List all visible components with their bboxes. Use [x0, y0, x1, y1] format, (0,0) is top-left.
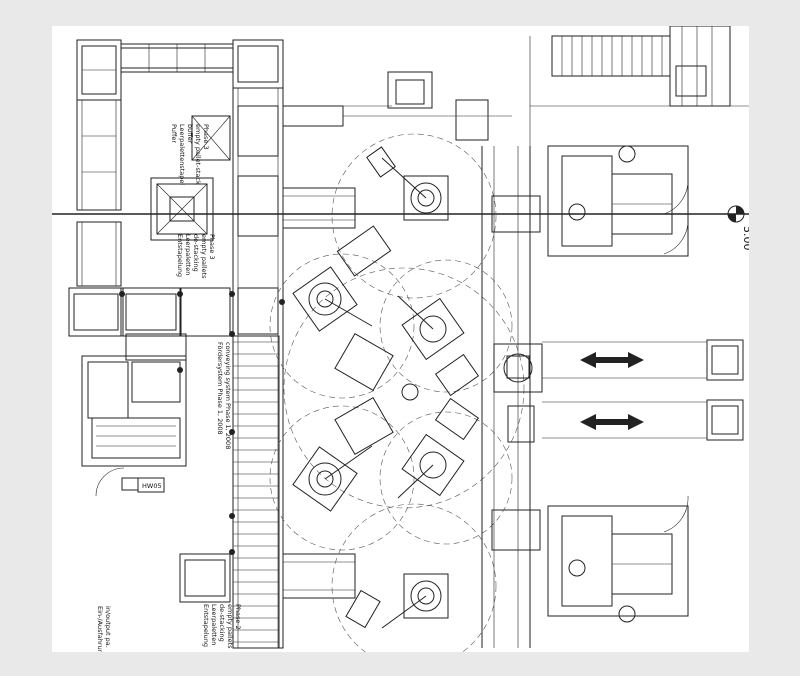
bearing-points	[119, 291, 285, 555]
robot-feed-conveyor	[282, 105, 512, 229]
svg-text:5.00: 5.00	[741, 226, 749, 251]
double-arrow-upper	[580, 352, 644, 368]
machine-block	[81, 287, 231, 497]
svg-text:Phase 3: Phase 3	[208, 234, 216, 260]
label-elevation: 5.00	[741, 226, 749, 251]
label-destacking-phase2: Entstapelung Leerpaletten de-stacking em…	[202, 604, 242, 649]
label-buffer-phase3: Puffer Leerpalettenstapel buffer empty p…	[170, 124, 210, 185]
central-transfer-line	[481, 146, 543, 648]
svg-text:Leerpaletten: Leerpaletten	[184, 234, 192, 275]
top-right-structure	[529, 26, 749, 146]
vertical-conveyor	[232, 87, 284, 649]
svg-text:buffer: buffer	[186, 124, 194, 144]
svg-text:Phase 3: Phase 3	[202, 124, 210, 150]
robot-reach-circles	[269, 133, 525, 652]
svg-text:de-stacking: de-stacking	[218, 604, 226, 642]
top-conveyor	[120, 39, 284, 89]
robot-3	[397, 295, 465, 361]
robot-6	[381, 573, 449, 629]
right-outfeed-conveyors	[542, 339, 744, 441]
robot-4	[292, 445, 373, 512]
svg-text:Puffer: Puffer	[170, 124, 178, 143]
label-box-hw05: HW05	[137, 477, 165, 493]
svg-text:HW05: HW05	[142, 482, 162, 490]
layout-plan: Puffer Leerpalettenstapel buffer empty p…	[52, 26, 749, 652]
svg-text:Entstapelung: Entstapelung	[202, 604, 210, 647]
svg-text:empty pallets: empty pallets	[200, 234, 208, 279]
robot-5	[397, 433, 465, 499]
svg-text:empty pallet-stack: empty pallet-stack	[194, 124, 202, 185]
svg-text:Phase 2: Phase 2	[234, 604, 242, 630]
svg-text:Ein-/Ausfahrung Pal.: Ein-/Ausfahrung Pal.	[96, 606, 104, 652]
right-machine-lower	[547, 495, 689, 623]
svg-text:Fördersystem Phase 1, 2008: Fördersystem Phase 1, 2008	[216, 342, 224, 435]
right-machine-upper	[547, 145, 689, 257]
svg-text:in/output pa.: in/output pa.	[104, 606, 112, 648]
robot-1	[366, 146, 449, 221]
svg-text:Entstapelung: Entstapelung	[176, 234, 184, 277]
robot-2	[292, 266, 373, 332]
label-conveying-phase1: Fördersystem Phase 1, 2008 conveying sys…	[216, 342, 232, 449]
svg-text:Leerpaletten: Leerpaletten	[210, 604, 218, 645]
svg-text:de-stacking: de-stacking	[192, 234, 200, 272]
svg-text:empty pallets: empty pallets	[226, 604, 234, 649]
robot-cell-tables	[334, 71, 489, 629]
pallet-buffer-column	[68, 39, 124, 337]
double-arrow-lower	[580, 414, 644, 430]
svg-text:conveying system Phase 1, 2008: conveying system Phase 1, 2008	[224, 342, 232, 449]
label-destacking-phase3: Entstapelung Leerpaletten de-stacking em…	[176, 234, 216, 279]
destacking-unit	[150, 115, 231, 241]
label-infeed-outfeed: Ein-/Ausfahrung Pal. in/output pa.	[96, 606, 112, 652]
ladder-conveyor	[232, 335, 280, 649]
elevation-marker	[727, 205, 745, 223]
svg-text:Leerpalettenstapel: Leerpalettenstapel	[178, 124, 186, 185]
bottom-left-conveyor	[179, 553, 356, 603]
drawing-sheet: Puffer Leerpalettenstapel buffer empty p…	[52, 26, 749, 652]
